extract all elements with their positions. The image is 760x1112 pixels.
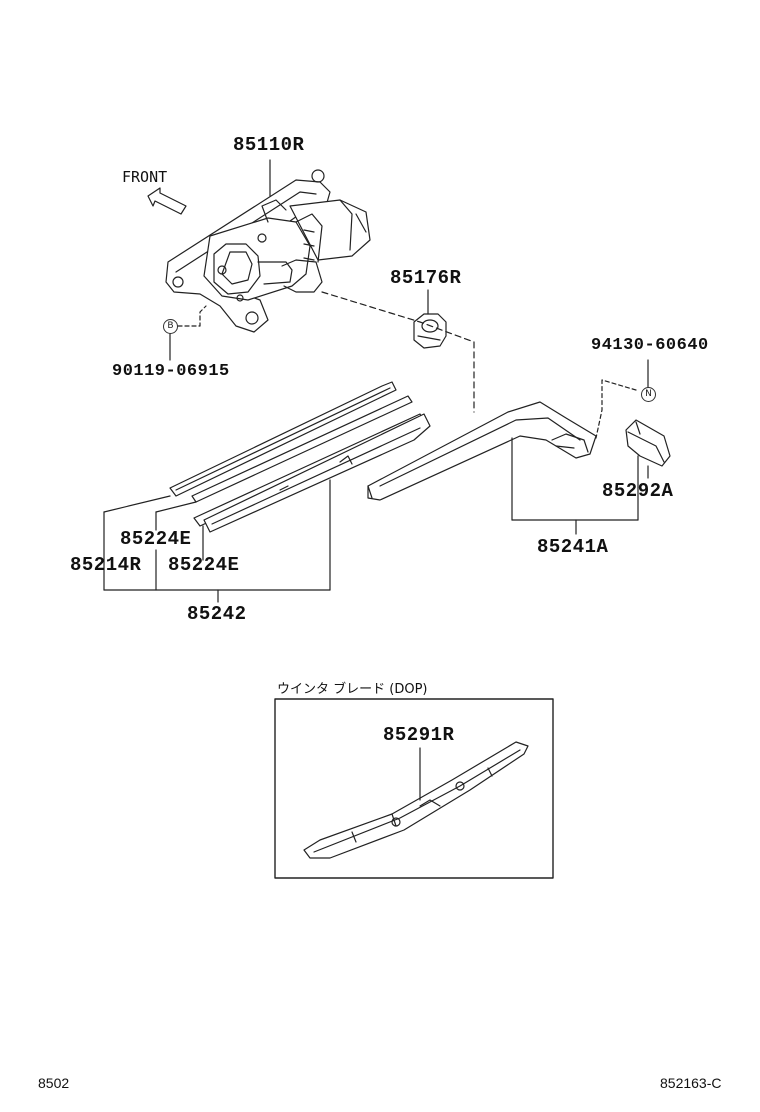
label-winter-blade: 85291R: [383, 724, 455, 746]
shaft-axis-line: [321, 291, 475, 413]
label-blade: 85242: [187, 603, 247, 625]
label-rubber: 85214R: [70, 554, 142, 576]
front-arrow-icon: [147, 187, 187, 215]
label-grommet: 85176R: [390, 267, 462, 289]
label-arm: 85241A: [537, 536, 609, 558]
label-bolt: 90119-06915: [112, 362, 230, 381]
rubber-drawing: [169, 381, 397, 497]
backing-plate-a-drawing: [191, 395, 413, 503]
cover-drawing: [625, 419, 671, 467]
nut-marker: N: [641, 387, 656, 402]
label-backing-plate-a: 85224E: [120, 528, 192, 550]
footer-left: 8502: [38, 1075, 70, 1091]
bolt-leader: [177, 305, 207, 327]
blade-drawing: [203, 413, 431, 533]
label-nut: 94130-60640: [591, 336, 709, 355]
front-label: FRONT: [122, 168, 168, 186]
winter-blade-title: ウインタ ブレード (DOP): [277, 682, 428, 697]
arm-bracket: [511, 437, 639, 535]
winter-blade-box: [274, 698, 554, 879]
wiper-motor-drawing: [165, 169, 371, 333]
label-backing-plate-b: 85224E: [168, 554, 240, 576]
footer-right: 852163-C: [660, 1075, 722, 1091]
label-motor: 85110R: [233, 134, 305, 156]
bolt-marker: B: [163, 319, 178, 334]
nut-leader: [595, 379, 637, 439]
wiper-arm-drawing: [367, 401, 597, 501]
blade-group-brackets: [103, 479, 331, 603]
label-cover: 85292A: [602, 480, 674, 502]
winter-blade-drawing: [303, 741, 529, 859]
grommet-drawing: [413, 313, 447, 349]
